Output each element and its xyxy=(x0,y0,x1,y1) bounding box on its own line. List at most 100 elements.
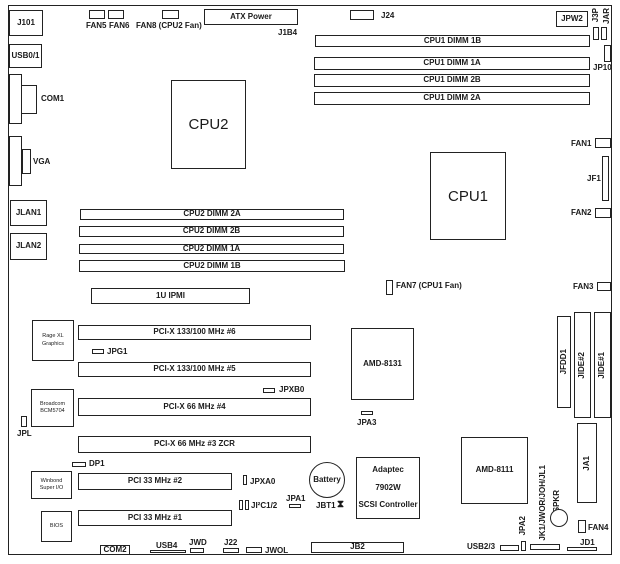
jlan1-label: JLAN1 xyxy=(15,207,42,217)
bios-chip: BIOS xyxy=(41,511,72,542)
j3p-jumper xyxy=(593,27,599,40)
jide1-label: JIDE#1 xyxy=(597,351,607,379)
j22-header xyxy=(223,548,239,553)
fan2-header xyxy=(595,208,611,218)
usb23-header xyxy=(500,545,519,551)
jbt1-jumper-icon: ⧗ xyxy=(337,499,345,510)
pcix-slot-5: PCI-X 133/100 MHz #5 xyxy=(78,362,311,377)
speaker xyxy=(550,509,568,527)
dp1-label: DP1 xyxy=(89,459,105,468)
fan1-header xyxy=(595,138,611,148)
fan8-label: FAN8 (CPU2 Fan) xyxy=(136,21,202,30)
pcix-slot-3-label: PCI-X 66 MHz #3 ZCR xyxy=(154,439,235,449)
ji2c1-jumper xyxy=(239,500,243,510)
cpu1-dimm-1b-label: CPU1 DIMM 1B xyxy=(423,35,482,45)
jwol-header xyxy=(246,547,262,553)
pcix-slot-6: PCI-X 133/100 MHz #6 xyxy=(78,325,311,340)
dp1-jumper xyxy=(72,462,86,467)
jb2-label: JB2 xyxy=(350,542,365,552)
cpu2-dimm-2a-slot: CPU2 DIMM 2A xyxy=(80,209,344,220)
bios-label: BIOS xyxy=(49,522,64,529)
ja1-connector: JA1 xyxy=(577,423,597,503)
cpu1-dimm-2a-label: CPU1 DIMM 2A xyxy=(423,93,481,103)
j22-label: J22 xyxy=(224,538,238,547)
fan4-label: FAN4 xyxy=(588,523,609,532)
jp10-label: JP10 xyxy=(593,63,612,72)
cpu1-dimm-1a-label: CPU1 DIMM 1A xyxy=(423,58,481,68)
jp10-header xyxy=(604,45,611,62)
ji2c2-jumper xyxy=(245,500,249,510)
jpxa0-label: JPXA0 xyxy=(250,477,276,486)
pcix-slot-5-label: PCI-X 133/100 MHz #5 xyxy=(153,364,236,374)
jfdd1-label: JFDD1 xyxy=(558,349,568,375)
jpa1-jumper xyxy=(289,504,301,508)
vga-connector-port xyxy=(22,149,31,174)
graphics-label: Graphics xyxy=(41,340,64,347)
jpg1-jumper xyxy=(92,349,104,354)
com2-connector: COM2 xyxy=(100,545,130,555)
cpu1-dimm-1b-slot: CPU1 DIMM 1B xyxy=(315,35,590,47)
amd-8131-chip: AMD-8131 xyxy=(351,328,414,400)
jpw2-label: JPW2 xyxy=(561,13,583,23)
jlan2-label: JLAN2 xyxy=(15,241,42,251)
pci-slot-2: PCI 33 MHz #2 xyxy=(78,473,232,490)
cpu2-dimm-1b-slot: CPU2 DIMM 1B xyxy=(79,260,345,272)
battery-label: Battery xyxy=(313,474,341,484)
jwd-label: JWD xyxy=(189,538,207,547)
fan7-label: FAN7 (CPU1 Fan) xyxy=(396,281,462,290)
fan8-header xyxy=(162,10,179,19)
jpxa0-jumper xyxy=(243,475,247,485)
jpa2-jumper xyxy=(521,541,526,551)
amd-8131-label: AMD-8131 xyxy=(363,358,402,368)
pci-slot-1: PCI 33 MHz #1 xyxy=(78,510,232,526)
jbt1-label: JBT1 xyxy=(316,501,336,510)
ipmi-slot: 1U IPMI xyxy=(91,288,250,304)
jwd-header xyxy=(190,548,204,553)
jide2-label: JIDE#2 xyxy=(577,351,587,379)
fan5-header xyxy=(89,10,105,19)
fan6-header xyxy=(108,10,124,19)
pcix-slot-4: PCI-X 66 MHz #4 xyxy=(78,398,311,416)
j24-header xyxy=(350,10,374,20)
cpu2-dimm-1b-label: CPU2 DIMM 1B xyxy=(183,260,241,270)
jar-label: JAR xyxy=(602,8,611,25)
atx-power-connector: ATX Power xyxy=(204,9,298,25)
fan6-label: FAN6 xyxy=(109,21,130,30)
jb2-connector: JB2 xyxy=(311,542,404,553)
usb23-label: USB2/3 xyxy=(467,542,496,551)
cpu2-dimm-2b-slot: CPU2 DIMM 2B xyxy=(79,226,344,237)
cpu1-dimm-2b-label: CPU1 DIMM 2B xyxy=(423,75,481,85)
fan3-header xyxy=(597,282,611,291)
j3p-label: J3P xyxy=(591,8,600,23)
adaptec-scsi-controller: Adaptec 7902W SCSI Controller xyxy=(356,457,420,519)
jf1-header xyxy=(602,156,609,201)
cpu2-dimm-1a-label: CPU2 DIMM 1A xyxy=(182,243,241,253)
com1-connector-port xyxy=(21,85,37,114)
motherboard-outline xyxy=(8,5,612,555)
cpu1-dimm-2a-slot: CPU1 DIMM 2A xyxy=(314,92,590,105)
adaptec-label: Adaptec xyxy=(372,465,404,475)
vga-connector-body xyxy=(9,136,22,186)
jpxb0-label: JPXB0 xyxy=(279,385,305,394)
jf1-label: JF1 xyxy=(587,174,601,183)
cpu2-dimm-1a-slot: CPU2 DIMM 1A xyxy=(79,244,344,254)
jpa3-jumper xyxy=(361,411,373,415)
ja1-label: JA1 xyxy=(581,455,591,471)
vga-label: VGA xyxy=(33,157,51,166)
jpa2-label: JPA2 xyxy=(518,516,527,536)
jwol-label: JWOL xyxy=(265,546,289,555)
amd-8111-chip: AMD-8111 xyxy=(461,437,528,504)
jlan1-connector: JLAN1 xyxy=(10,200,47,226)
jpl-label: JPL xyxy=(17,429,32,438)
usb01-connector: USB0/1 xyxy=(9,44,42,68)
scsi-controller-label: SCSI Controller xyxy=(358,499,418,509)
cpu1-dimm-1a-slot: CPU1 DIMM 1A xyxy=(314,57,590,70)
jpl-jumper xyxy=(21,416,27,427)
super-io-label: Super I/O xyxy=(39,485,64,491)
pcix-slot-4-label: PCI-X 66 MHz #4 xyxy=(163,401,226,411)
broadcom-label: Broadcom xyxy=(39,400,66,407)
fan5-label: FAN5 xyxy=(86,21,107,30)
winbond-label: Winbond xyxy=(40,477,63,484)
j101-connector: J101 xyxy=(9,10,43,36)
